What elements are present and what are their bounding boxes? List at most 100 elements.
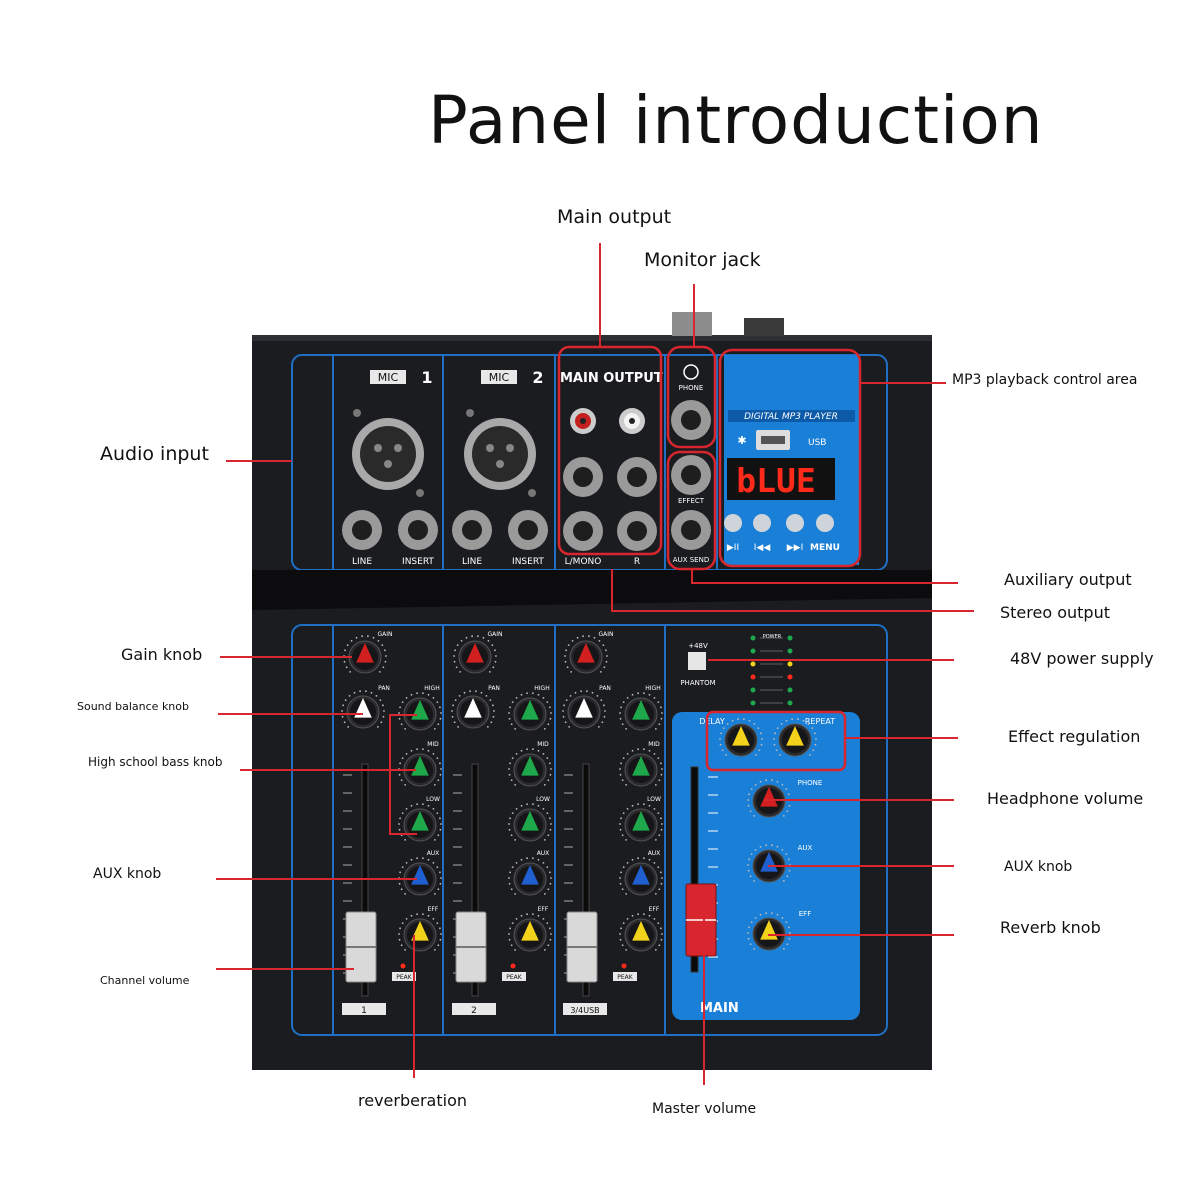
r-label: R	[634, 557, 640, 567]
power-socket-top	[744, 318, 784, 336]
callout-headphone-volume: Headphone volume	[987, 789, 1144, 808]
gain-knob-ch2[interactable]	[453, 635, 497, 674]
gain-knob-ch3[interactable]	[564, 635, 608, 674]
fader-track-ch2	[471, 763, 479, 997]
monitor-jack-top	[672, 312, 712, 336]
high-knob-ch3[interactable]	[619, 692, 663, 731]
peak-label-ch2: PEAK	[506, 974, 523, 981]
phone-vol-label: PHONE	[798, 779, 823, 787]
mp3-module: DIGITAL MP3 PLAYER ✱ USB bLUE ▶II I◀◀ ▶▶…	[724, 355, 859, 565]
callout-channel-volume: Channel volume	[100, 974, 190, 987]
prev-button[interactable]	[753, 514, 771, 532]
meter-led-right	[787, 635, 793, 641]
aux-knob-ch2[interactable]	[508, 857, 552, 896]
callout-main-output: Main output	[557, 206, 672, 228]
eff-label-ch1: EFF	[428, 906, 439, 913]
menu-button[interactable]	[816, 514, 834, 532]
mp3-highlight	[718, 348, 862, 568]
callout-audio-input: Audio input	[100, 443, 209, 465]
mic2-number: 2	[532, 368, 543, 387]
peak-led-ch2	[510, 963, 516, 969]
mp3-display	[727, 458, 835, 500]
rca-left[interactable]	[570, 408, 596, 434]
callout-monitor-jack: Monitor jack	[644, 249, 761, 271]
high-label-ch1: HIGH	[424, 685, 439, 692]
eff-knob-ch3[interactable]	[619, 913, 663, 952]
pan-knob-ch1[interactable]	[341, 690, 385, 729]
mid-knob-ch2[interactable]	[508, 748, 552, 787]
callout-auxiliary-output: Auxiliary output	[1004, 570, 1132, 589]
peak-label-ch3: PEAK	[617, 974, 634, 981]
delay-knob[interactable]	[719, 718, 763, 757]
eff-label-ch2: EFF	[538, 906, 549, 913]
low-knob-ch2[interactable]	[508, 803, 552, 842]
peak-led-ch3	[621, 963, 627, 969]
eff-label-ch3: EFF	[649, 906, 660, 913]
next-button[interactable]	[786, 514, 804, 532]
mid-label-ch3: MID	[648, 741, 660, 748]
aux-knob-ch1[interactable]	[398, 857, 442, 896]
pan-label-ch2: PAN	[488, 685, 500, 692]
callout-stereo-output: Stereo output	[1000, 603, 1110, 622]
high-label-ch2: HIGH	[534, 685, 549, 692]
high-label-ch3: HIGH	[645, 685, 660, 692]
pan-knob-ch2[interactable]	[451, 690, 495, 729]
mic2-badge	[481, 370, 517, 384]
callout-reverberation: reverberation	[358, 1091, 467, 1110]
eff-knob-ch2[interactable]	[508, 913, 552, 952]
ch2-tab: 2	[471, 1006, 477, 1016]
lower-trim	[291, 624, 888, 1036]
insert-label-1: INSERT	[402, 557, 434, 567]
meter-led-right	[787, 687, 793, 693]
repeat-label: REPEAT	[805, 717, 835, 726]
mic1-number: 1	[421, 368, 432, 387]
callout-aux-knob-left: AUX knob	[93, 866, 162, 882]
prev-icon: I◀◀	[754, 543, 771, 553]
usb-label: USB	[808, 438, 826, 448]
play-pause-button[interactable]	[724, 514, 742, 532]
next-icon: ▶▶I	[787, 543, 804, 553]
aux-label-ch1: AUX	[427, 850, 440, 857]
meter-led-left	[750, 648, 756, 654]
page-title: Panel introduction	[428, 82, 1044, 159]
pan-knob-ch3[interactable]	[562, 690, 606, 729]
mid-knob-ch1[interactable]	[398, 748, 442, 787]
plus48v-label: +48V	[688, 642, 708, 650]
low-label-ch3: LOW	[647, 796, 661, 803]
delay-label: DELAY	[699, 717, 725, 726]
gain-label-ch3: GAIN	[598, 631, 613, 638]
master-fader-track	[690, 766, 699, 973]
low-label-ch1: LOW	[426, 796, 440, 803]
meter-led-left	[750, 700, 756, 706]
callout-eq-knob: High school bass knob	[88, 755, 223, 769]
xlr-input-1[interactable]	[352, 418, 424, 490]
phantom-switch[interactable]	[688, 652, 706, 670]
repeat-knob[interactable]	[773, 718, 817, 757]
gain-label-ch2: GAIN	[487, 631, 502, 638]
meter-led-left	[750, 674, 756, 680]
aux-knob-ch3[interactable]	[619, 857, 663, 896]
main-output-highlight	[557, 345, 663, 556]
gain-knob-ch1[interactable]	[343, 635, 387, 674]
pan-label-ch1: PAN	[378, 685, 390, 692]
rca-right[interactable]	[619, 408, 645, 434]
play-pause-icon: ▶II	[727, 543, 739, 553]
insert-label-2: INSERT	[512, 557, 544, 567]
peak-led-ch1	[400, 963, 406, 969]
peak-label-ch1: PEAK	[396, 974, 413, 981]
mic2-label: MIC	[489, 371, 510, 384]
high-knob-ch2[interactable]	[508, 692, 552, 731]
line-label-2: LINE	[462, 557, 482, 567]
meter-led-right	[787, 661, 793, 667]
mid-knob-ch3[interactable]	[619, 748, 663, 787]
xlr-input-2[interactable]	[464, 418, 536, 490]
low-label-ch2: LOW	[536, 796, 550, 803]
meter-led-right	[787, 674, 793, 680]
fader-track-ch3	[582, 763, 590, 997]
low-knob-ch3[interactable]	[619, 803, 663, 842]
callout-aux-knob-right: AUX knob	[1004, 859, 1073, 875]
meter-led-right	[787, 648, 793, 654]
phone-label: PHONE	[679, 384, 704, 392]
meter-led-right	[787, 700, 793, 706]
